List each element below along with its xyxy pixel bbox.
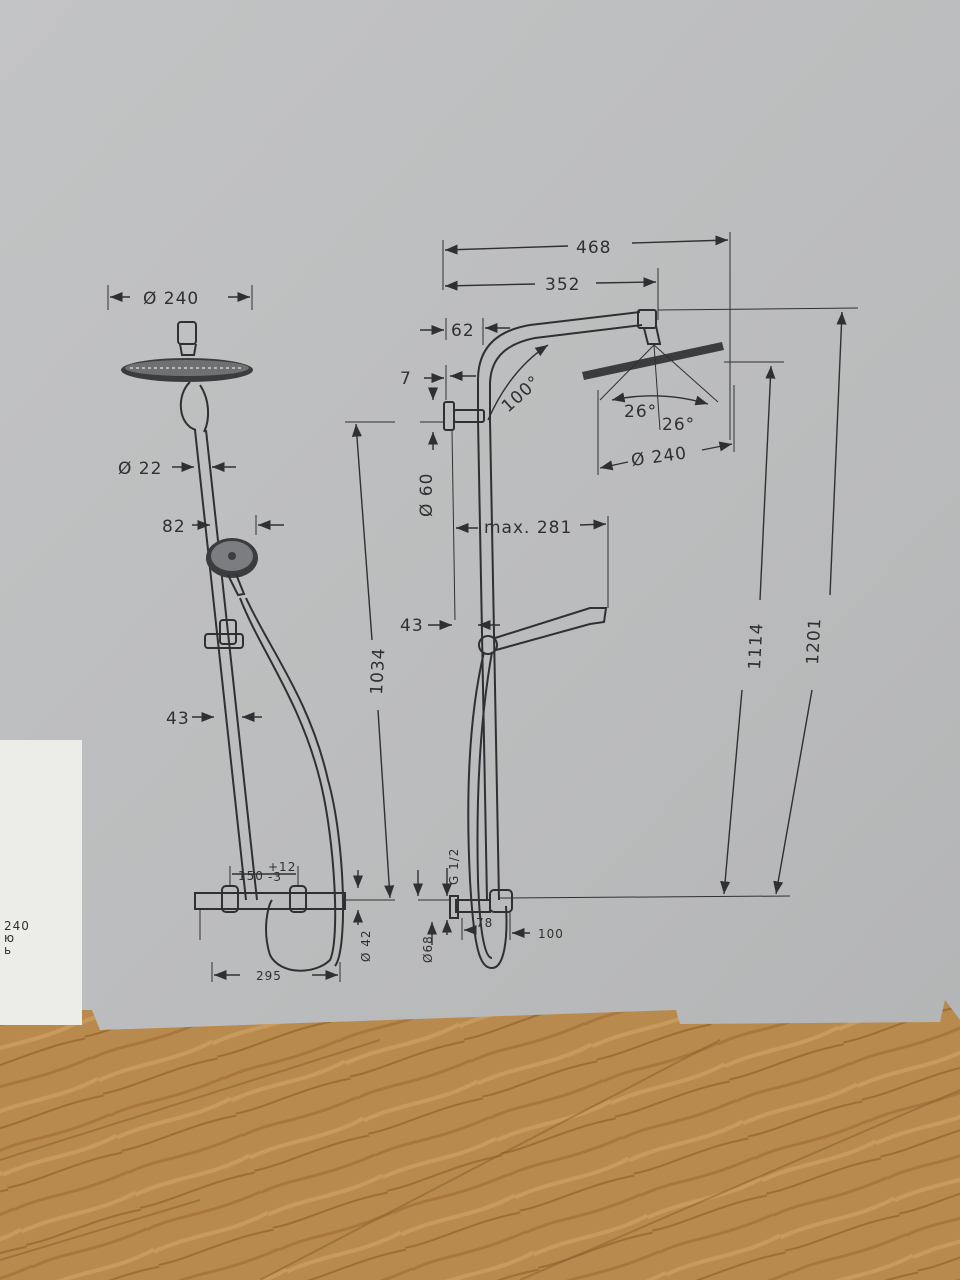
front-total-height-label: 1034 — [367, 647, 389, 695]
front-outlet-height-label: Ø 42 — [359, 929, 373, 962]
side-label-line2: ю — [4, 931, 15, 945]
front-hand-shower-width-label: 82 — [162, 517, 186, 537]
side-rail-offset-label: 43 — [400, 616, 424, 636]
side-outlet-diameter-label: Ø68 — [421, 935, 435, 963]
side-head-angle-left-label: 26° — [624, 402, 657, 422]
front-view: Ø 240 Ø 22 82 — [107, 285, 395, 983]
side-bracket-offset-label: 7 — [400, 369, 412, 389]
side-view: 468 352 62 7 26° 26° 100° — [400, 232, 859, 970]
front-head-shower — [121, 321, 253, 382]
side-head-angle-right-label: 26° — [662, 415, 695, 435]
front-mixer-spacing-tolerance-low: -3 — [268, 870, 282, 884]
wooden-floor — [0, 1000, 960, 1280]
side-arm-length-label: 352 — [545, 275, 580, 295]
front-mixer-spacing-tolerance: +12 — [268, 860, 296, 874]
front-head-diameter-label: Ø 240 — [143, 289, 199, 309]
front-rail-offset-label: 43 — [166, 709, 190, 729]
side-label-line1: 240 — [4, 919, 30, 933]
side-label-line3: ь — [4, 943, 12, 957]
side-max-reach-label: max. 281 — [484, 518, 572, 538]
side-thread-label: G 1/2 — [447, 848, 461, 885]
side-head-height-label: 1114 — [745, 622, 767, 670]
box-side-label — [0, 740, 82, 1025]
front-pipe-diameter-label: Ø 22 — [118, 459, 162, 479]
side-overall-width-label: 468 — [576, 238, 611, 258]
side-mixer-depth-label: 78 — [476, 916, 493, 930]
front-mixer-spacing-label: 150 — [238, 869, 264, 883]
side-bracket-diameter-label: Ø 60 — [417, 473, 437, 517]
side-mixer-projection-label: 100 — [538, 927, 564, 941]
side-mixer — [449, 889, 513, 919]
side-hand-shower — [478, 607, 608, 655]
front-hand-shower — [204, 538, 258, 649]
front-mixer-width-label: 295 — [256, 969, 282, 983]
side-top-offset-label: 62 — [451, 321, 475, 341]
side-total-height-label: 1201 — [803, 617, 825, 665]
